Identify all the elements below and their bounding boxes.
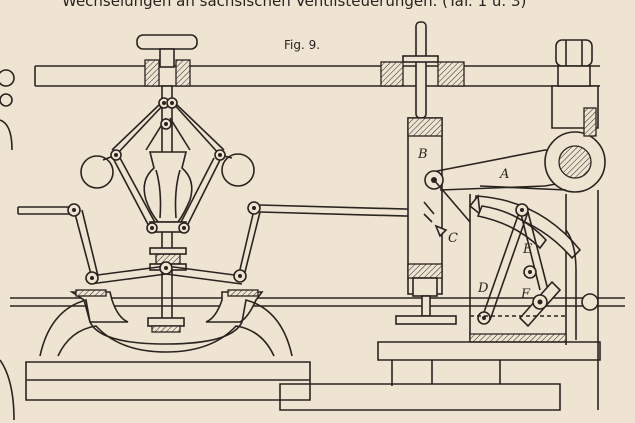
governor-sleeve xyxy=(143,151,193,223)
spindle-neck xyxy=(159,48,175,68)
valve-rod xyxy=(415,21,427,119)
label-A: A xyxy=(499,167,509,182)
governor-pins xyxy=(110,97,226,234)
centrifugal-governor xyxy=(0,34,625,421)
header-text: Wechselungen an sächsischen Ventilsteuer… xyxy=(62,0,526,10)
guide-hatch-left xyxy=(380,61,404,87)
label-F: F xyxy=(520,287,531,302)
fly-ball-left xyxy=(80,155,114,189)
slot-link xyxy=(476,205,548,250)
lower-arm-left xyxy=(119,157,159,229)
eccentric-shaft xyxy=(558,145,592,179)
label-B: B xyxy=(417,147,428,162)
foundation-block xyxy=(25,361,311,401)
spindle-cap xyxy=(136,34,198,50)
side-lever-left xyxy=(73,209,93,279)
label-E: E xyxy=(522,242,533,257)
support-right xyxy=(205,291,264,323)
label-D: D xyxy=(477,281,489,296)
bearing-right-hatch xyxy=(175,59,191,87)
detent xyxy=(423,201,435,223)
figure-label: Fig. 9. xyxy=(284,38,320,52)
bearing-left-hatch xyxy=(144,59,160,87)
lever-D xyxy=(481,209,521,319)
upper-arm-right xyxy=(171,101,221,156)
lower-arm-right xyxy=(177,157,215,229)
top-beam xyxy=(34,65,600,87)
upper-arm-left xyxy=(115,101,167,156)
spindle-foot xyxy=(147,317,185,327)
valve-foundation xyxy=(377,341,601,361)
fly-ball-right xyxy=(221,153,255,187)
label-C: C xyxy=(448,231,458,246)
valve-gear xyxy=(279,21,606,411)
nut xyxy=(555,39,593,67)
link-C xyxy=(433,179,471,223)
base-frame-arch xyxy=(39,298,293,357)
side-lever-right xyxy=(237,209,255,279)
column-base-plate xyxy=(395,315,457,325)
guide-top-line xyxy=(479,185,567,191)
guide-hatch-right xyxy=(437,61,465,87)
